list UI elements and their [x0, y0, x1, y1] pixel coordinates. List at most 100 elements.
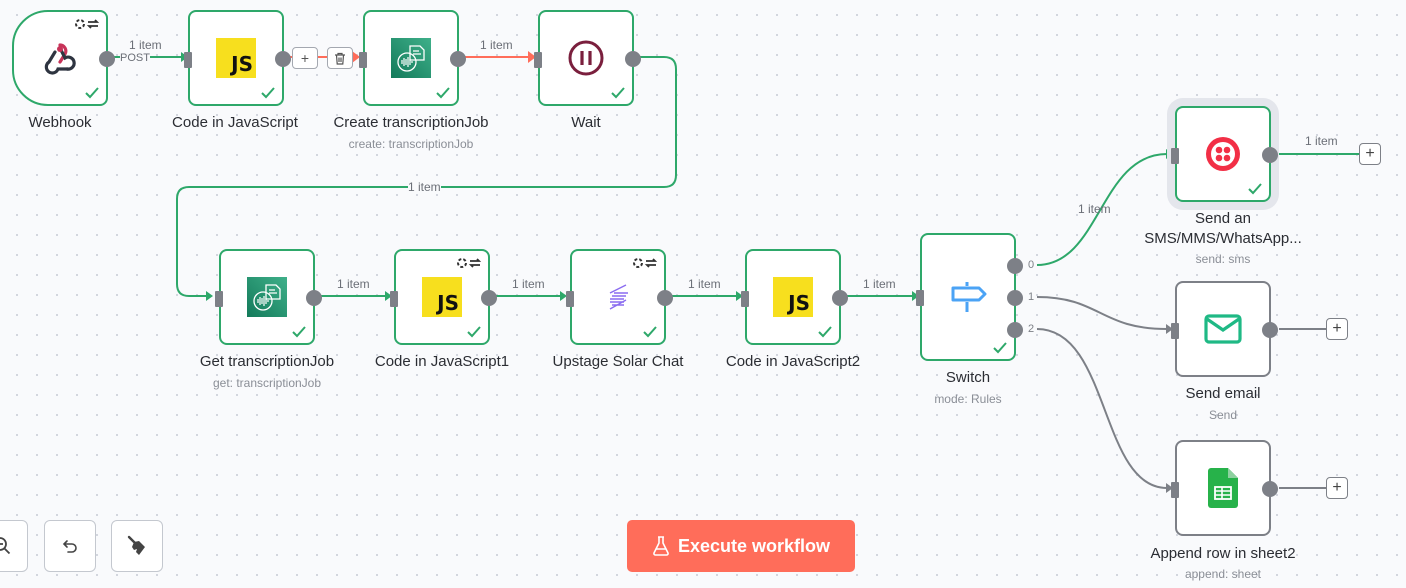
- zoom-out-button[interactable]: [0, 520, 28, 572]
- loop-icon: [75, 19, 100, 29]
- input-port[interactable]: [359, 52, 367, 68]
- javascript-icon: JS: [773, 277, 813, 317]
- loop-icon: [633, 258, 658, 268]
- google-sheets-icon: [1208, 468, 1238, 508]
- edge-switch-email: [1036, 296, 1168, 330]
- output-port-1[interactable]: [1007, 290, 1023, 306]
- node-subtitle: send: sms: [1195, 252, 1251, 266]
- node-label: Switch: [945, 369, 991, 386]
- output-port[interactable]: [1262, 322, 1278, 338]
- node-label: Code in JavaScript2: [725, 353, 861, 370]
- input-port[interactable]: [1171, 148, 1179, 164]
- output-port[interactable]: [275, 51, 291, 67]
- edge-label: 1 item: [408, 180, 441, 194]
- node-label: Upstage Solar Chat: [552, 353, 684, 370]
- input-port[interactable]: [1171, 323, 1179, 339]
- output-port-0[interactable]: [1007, 258, 1023, 274]
- output-port[interactable]: [1262, 481, 1278, 497]
- output-port[interactable]: [832, 290, 848, 306]
- node-subtitle: create: transcriptionJob: [348, 137, 474, 151]
- input-port[interactable]: [534, 52, 542, 68]
- edge-label: 1 item: [129, 38, 162, 52]
- plus-icon: +: [300, 50, 310, 66]
- input-port[interactable]: [566, 291, 574, 307]
- node-label: Append row in sheet2: [1150, 545, 1296, 562]
- output-port[interactable]: [1262, 147, 1278, 163]
- javascript-icon: JS: [216, 38, 256, 78]
- node-switch[interactable]: [916, 233, 1023, 361]
- node-code-in-javascript1[interactable]: JS: [390, 249, 497, 345]
- input-port[interactable]: [741, 291, 749, 307]
- plus-icon: +: [1332, 320, 1342, 337]
- input-port[interactable]: [1171, 482, 1179, 498]
- node-get-transcriptionjob[interactable]: [215, 249, 322, 345]
- node-webhook[interactable]: [12, 10, 115, 106]
- edge-label: 1 item: [480, 38, 513, 52]
- broom-icon: [127, 535, 145, 555]
- node-code-in-javascript2[interactable]: JS: [741, 249, 848, 345]
- node-label: Code in JavaScript: [172, 114, 298, 131]
- add-node-button[interactable]: +: [1326, 318, 1348, 340]
- input-port[interactable]: [215, 291, 223, 307]
- aws-transcribe-icon: [391, 38, 431, 78]
- pause-icon: [568, 40, 604, 76]
- output-port[interactable]: [306, 290, 322, 306]
- success-check-icon: [467, 326, 481, 338]
- success-check-icon: [436, 87, 450, 99]
- success-check-icon: [643, 326, 657, 338]
- add-node-button[interactable]: +: [1326, 477, 1348, 499]
- output-label-1: 1: [1028, 291, 1035, 303]
- success-check-icon: [818, 326, 832, 338]
- webhook-icon: [44, 43, 76, 75]
- execute-workflow-label: Execute workflow: [677, 535, 831, 556]
- plus-icon: +: [1365, 145, 1375, 162]
- output-port[interactable]: [481, 290, 497, 306]
- input-port[interactable]: [390, 291, 398, 307]
- node-label: Create transcriptionJob: [333, 114, 489, 131]
- output-port[interactable]: [450, 51, 466, 67]
- delete-connection-button[interactable]: [327, 47, 353, 69]
- trash-icon: [335, 52, 345, 65]
- edge-label: 1 item: [1078, 202, 1111, 216]
- upstage-solar-icon: [609, 284, 628, 310]
- loop-icon: [457, 258, 482, 268]
- input-port[interactable]: [184, 52, 192, 68]
- undo-button[interactable]: [44, 520, 96, 572]
- node-subtitle: Send: [1208, 408, 1238, 422]
- add-node-on-edge-button[interactable]: +: [292, 47, 318, 69]
- input-port[interactable]: [916, 290, 924, 306]
- node-label: Code in JavaScript1: [374, 353, 510, 370]
- success-check-icon: [611, 87, 625, 99]
- success-check-icon: [292, 326, 306, 338]
- add-node-button[interactable]: +: [1359, 143, 1381, 165]
- flask-icon: [653, 536, 669, 556]
- node-wait[interactable]: [534, 10, 641, 106]
- edge-label: 1 item: [1305, 134, 1338, 148]
- output-label-post: POST: [120, 52, 150, 64]
- node-label: Wait: [571, 114, 601, 131]
- success-check-icon: [261, 87, 275, 99]
- output-port[interactable]: [625, 51, 641, 67]
- output-label-2: 2: [1028, 323, 1035, 335]
- aws-transcribe-icon: [247, 277, 287, 317]
- node-send-sms[interactable]: [1171, 106, 1278, 202]
- output-port[interactable]: [99, 51, 115, 67]
- node-create-transcriptionjob[interactable]: [359, 10, 466, 106]
- output-port[interactable]: [657, 290, 673, 306]
- node-upstage-solar-chat[interactable]: [566, 249, 673, 345]
- node-send-email[interactable]: [1171, 281, 1278, 377]
- node-append-row-in-sheet[interactable]: [1171, 440, 1278, 536]
- execute-workflow-button[interactable]: Execute workflow: [627, 520, 855, 572]
- mail-icon: [1204, 314, 1242, 344]
- success-check-icon: [993, 342, 1007, 354]
- zoom-out-icon: [0, 537, 11, 555]
- edge-label: 1 item: [688, 277, 721, 291]
- node-subtitle: append: sheet: [1184, 567, 1262, 581]
- undo-icon: [62, 540, 77, 553]
- output-port-2[interactable]: [1007, 322, 1023, 338]
- edge-label: 1 item: [512, 277, 545, 291]
- node-label: Get transcriptionJob: [199, 353, 335, 370]
- node-subtitle: mode: Rules: [934, 392, 1002, 406]
- node-code-in-javascript[interactable]: JS: [184, 10, 291, 106]
- clear-execution-button[interactable]: [111, 520, 163, 572]
